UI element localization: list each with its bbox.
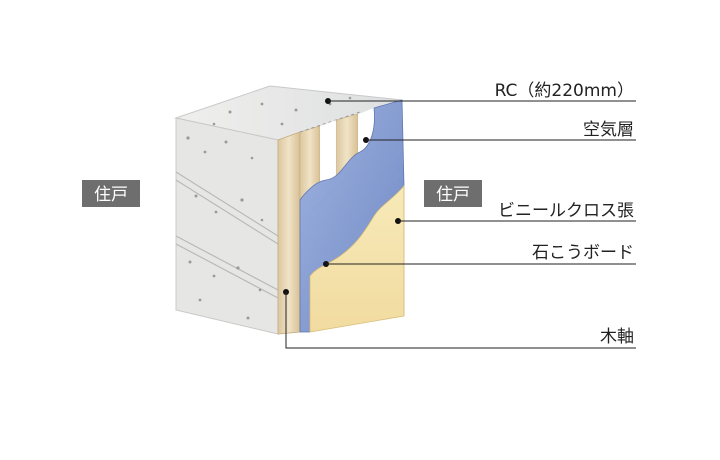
- unit-tag-right: 住戸: [424, 180, 482, 207]
- rc-concrete-block: [174, 85, 403, 335]
- callout-wood-label: 木軸: [600, 327, 634, 347]
- wood-frame-layer: [277, 111, 361, 335]
- callout-air-layer: 空気層: [363, 120, 636, 143]
- callout-vinyl-cloth: ビニールクロス張: [395, 201, 636, 224]
- unit-tag-left: 住戸: [82, 180, 140, 207]
- air-layer: [320, 120, 336, 190]
- callout-wood-frame: 木軸: [283, 289, 636, 349]
- callout-vinyl-label: ビニールクロス張: [498, 201, 634, 221]
- callout-air-label: 空気層: [583, 120, 634, 140]
- callout-gypsum-label: 石こうボード: [532, 243, 634, 263]
- unit-tag-right-text: 住戸: [436, 185, 470, 205]
- unit-tag-left-text: 住戸: [94, 185, 128, 205]
- callout-rc-label: RC（約220mm）: [495, 81, 634, 101]
- callout-gypsum-board: 石こうボード: [323, 243, 636, 267]
- callout-rc: RC（約220mm）: [325, 81, 636, 104]
